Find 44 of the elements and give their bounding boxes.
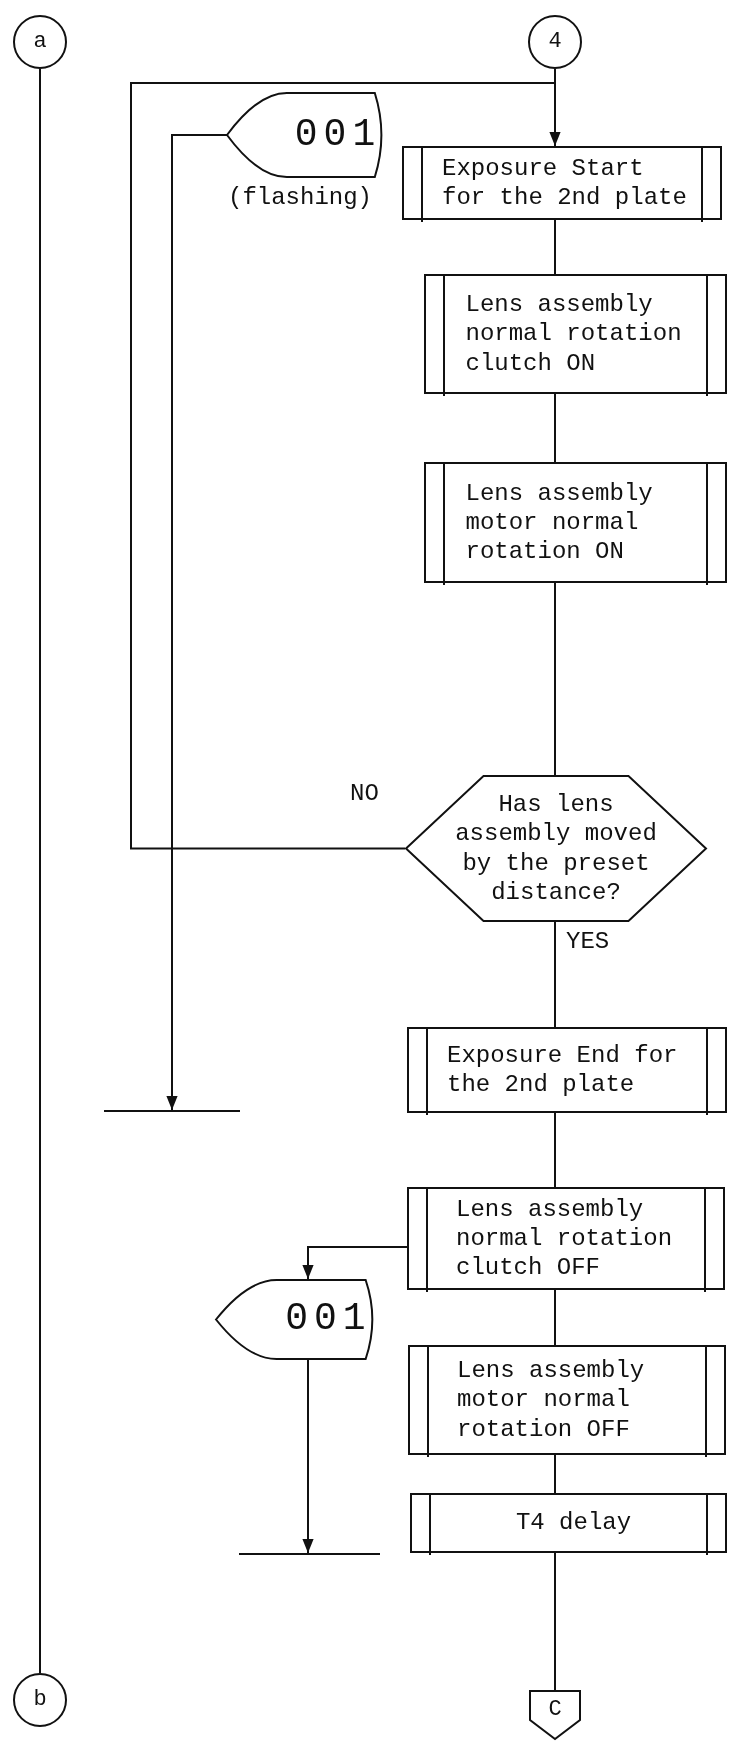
edge-label: YES bbox=[566, 928, 610, 955]
node-label: b bbox=[33, 1686, 47, 1714]
flow-line bbox=[554, 582, 556, 776]
node-label: Lens assembly normal rotation clutch ON bbox=[465, 290, 683, 378]
connector-circle bbox=[528, 15, 582, 69]
flow-line bbox=[554, 1112, 556, 1188]
node-label: Exposure Start for the 2nd plate bbox=[442, 153, 688, 213]
flow-line bbox=[554, 1289, 556, 1346]
edge-label: NO bbox=[350, 780, 379, 807]
node-label: Lens assembly normal rotation clutch OFF bbox=[456, 1194, 674, 1283]
flow-line bbox=[554, 1454, 556, 1494]
node-label: a bbox=[33, 28, 47, 56]
predefined-process-box bbox=[408, 1345, 726, 1455]
flow-line bbox=[554, 1552, 556, 1691]
arrow bbox=[302, 1246, 408, 1280]
node-label: C bbox=[548, 1696, 562, 1724]
display-caption: (flashing) bbox=[228, 184, 373, 211]
arrow bbox=[130, 82, 561, 850]
digit-readout: 001 bbox=[285, 1296, 372, 1343]
connector-circle bbox=[13, 1673, 67, 1727]
node-label: Exposure End for the 2nd plate bbox=[447, 1040, 679, 1100]
digit-readout: 001 bbox=[294, 111, 382, 158]
off-page-connector bbox=[529, 1690, 581, 1740]
node-label: 4 bbox=[548, 28, 562, 56]
flow-line bbox=[554, 921, 556, 1028]
node-label: T4 delay bbox=[514, 1508, 633, 1538]
arrow bbox=[302, 1359, 314, 1554]
predefined-process-box bbox=[410, 1493, 727, 1553]
flow-line bbox=[554, 393, 556, 463]
predefined-process-box bbox=[402, 146, 722, 220]
predefined-process-box bbox=[424, 462, 727, 583]
terminal-line bbox=[104, 1110, 240, 1112]
node-label: Has lens assembly moved by the preset distance? bbox=[454, 789, 658, 908]
flow-line bbox=[39, 68, 41, 1674]
predefined-process-box bbox=[407, 1027, 727, 1113]
flow-line bbox=[554, 219, 556, 275]
connector-circle bbox=[13, 15, 67, 69]
node-label: Lens assembly motor normal rotation OFF bbox=[457, 1356, 646, 1444]
node-label: Lens assembly motor normal rotation ON bbox=[465, 478, 654, 567]
decision-hexagon bbox=[405, 775, 707, 922]
terminal-line bbox=[239, 1553, 380, 1555]
predefined-process-box bbox=[407, 1187, 725, 1290]
predefined-process-box bbox=[424, 274, 727, 394]
arrow bbox=[166, 134, 228, 1111]
